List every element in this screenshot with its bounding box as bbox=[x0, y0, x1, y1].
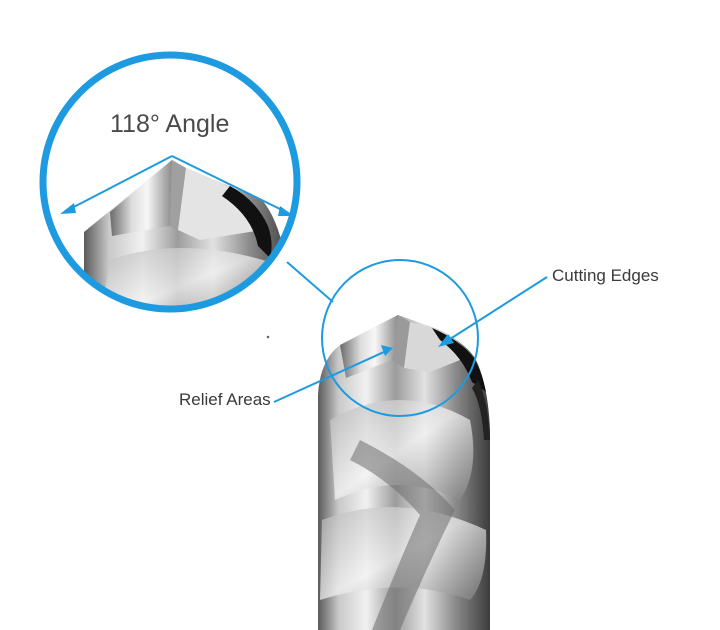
angle-arrows bbox=[60, 155, 294, 216]
relief-areas-pointer bbox=[273, 345, 393, 403]
cutting-edges-pointer bbox=[438, 276, 548, 347]
cutting-edges-label: Cutting Edges bbox=[552, 266, 659, 285]
detail-circle bbox=[321, 259, 479, 417]
connector-line bbox=[286, 261, 334, 303]
magnifier-circle bbox=[39, 51, 301, 313]
relief-areas-label: Relief Areas bbox=[179, 390, 271, 409]
speck bbox=[266, 335, 270, 339]
angle-label: 118° Angle bbox=[110, 110, 230, 138]
drill-body bbox=[318, 315, 490, 630]
